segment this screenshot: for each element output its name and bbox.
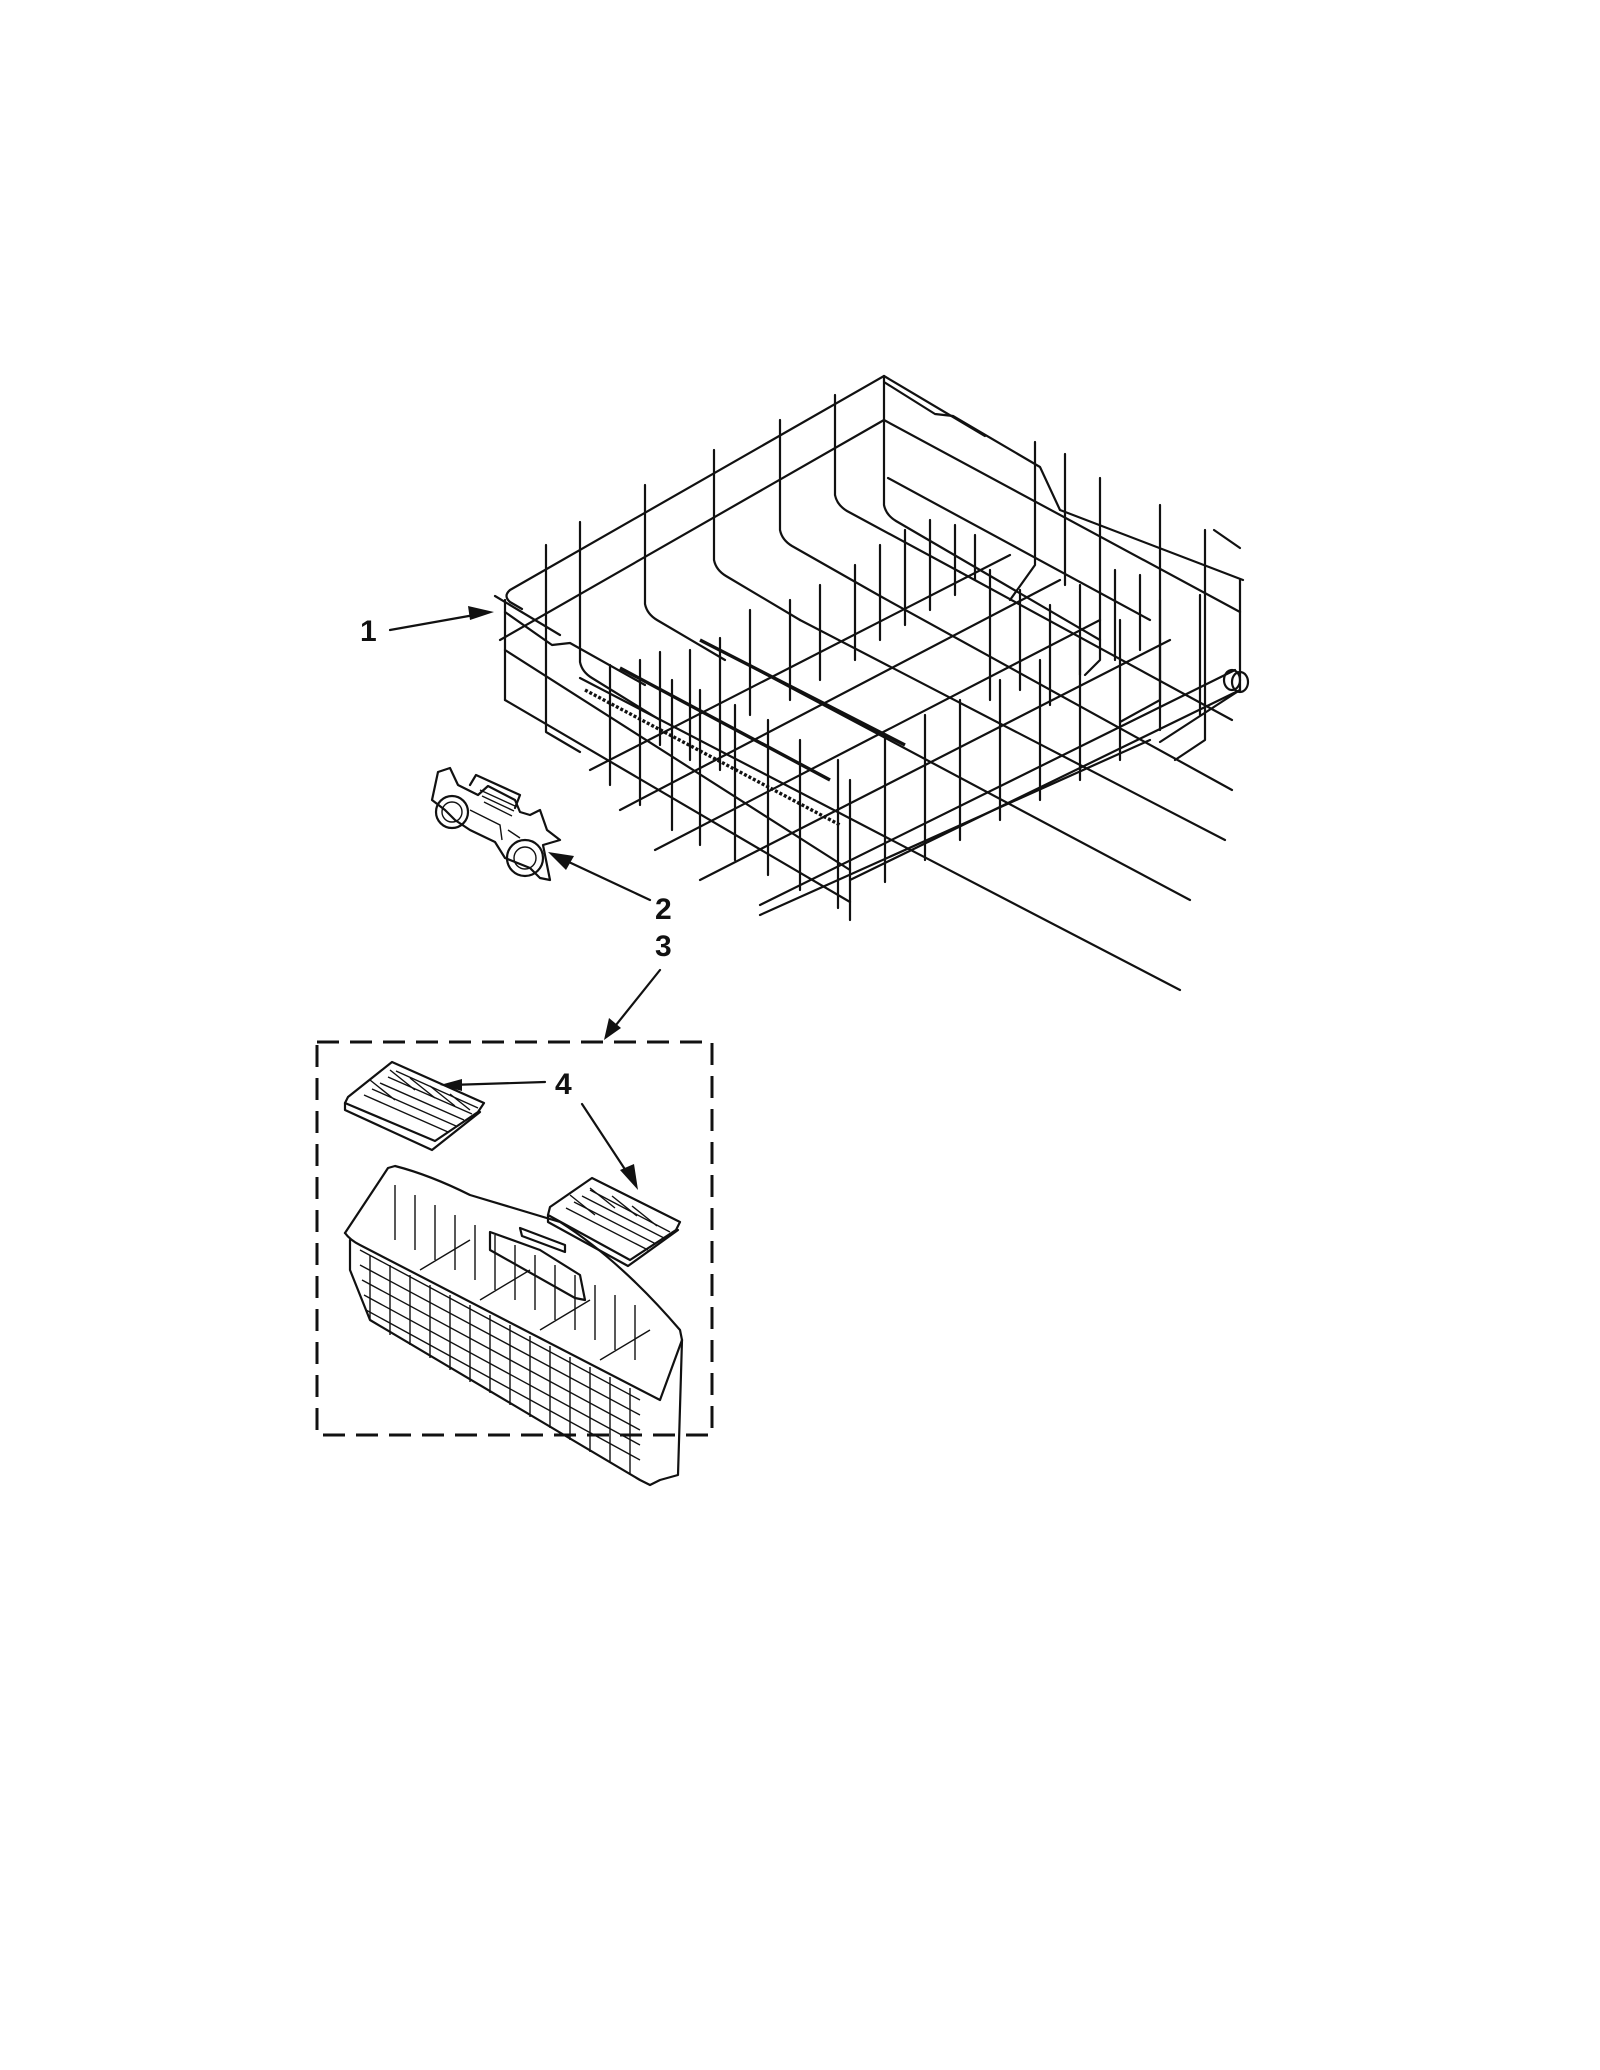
rack-roller-assembly <box>430 766 562 882</box>
basket-lid-right <box>546 1176 682 1268</box>
lower-dish-rack <box>493 374 1250 992</box>
callout-4: 4 <box>555 1068 572 1101</box>
callout-3: 3 <box>655 930 672 963</box>
leader-lines <box>388 606 662 1190</box>
basket-lid-left <box>343 1060 486 1152</box>
callout-2: 2 <box>655 893 672 926</box>
callout-1: 1 <box>360 615 377 648</box>
silverware-basket <box>343 1164 684 1487</box>
